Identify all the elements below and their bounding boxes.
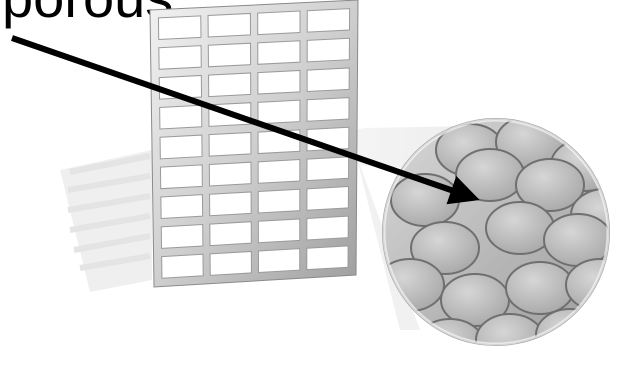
grid-cell [258,249,299,273]
grid-cell [258,160,300,184]
porous-grid-sheet-icon [150,0,358,287]
grid-cell [307,246,348,270]
grid-cell [210,222,252,246]
pore [506,262,574,314]
grid-cell [162,254,203,278]
grid-cell [209,132,251,156]
pore [486,202,554,254]
grid-cell [160,135,202,159]
grid-cell [160,105,202,129]
grid-cell [307,98,349,122]
grid-cell [209,162,251,186]
grid-cell [258,219,299,243]
grid-cell [307,216,348,240]
grid-cell [307,38,349,62]
grid-cell [161,195,203,219]
grid-cell [160,165,202,189]
grid-cell [159,46,201,70]
grid-cell [307,157,349,181]
grid-cell [258,41,300,65]
grid-cell [258,100,300,124]
grid-cell [307,68,349,92]
grid-cell [208,43,250,67]
grid-cell [258,70,300,94]
grid-shadow [60,150,152,292]
grid-cell [161,224,203,248]
grid-cell [258,189,300,213]
grid-cell [208,13,250,37]
grid-cell [210,192,252,216]
grid-cell [307,187,349,211]
grid-cell [307,9,349,32]
grid-cell [209,73,251,97]
grid-cell [158,16,201,40]
grid-cell [210,251,251,275]
grid-cell [258,11,300,35]
